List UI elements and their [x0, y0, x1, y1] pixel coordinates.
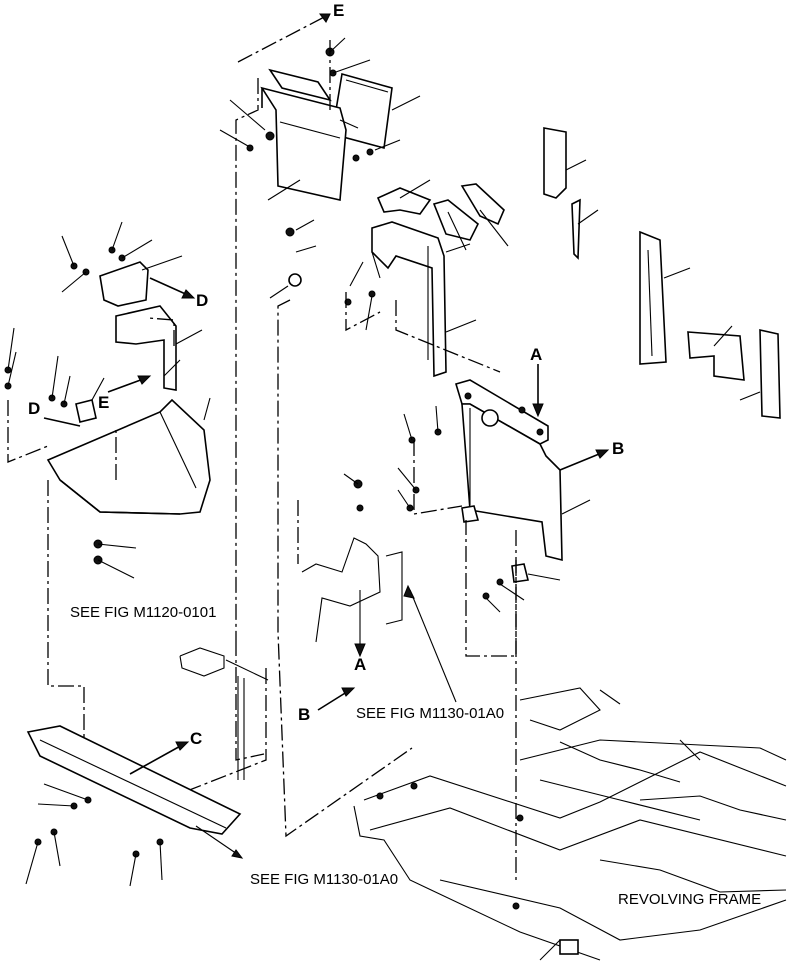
letter-d-left: D [28, 399, 40, 418]
callout-a-top: A [530, 345, 544, 418]
callout-b-right: B [559, 439, 624, 471]
letter-a-top: A [530, 345, 542, 364]
leader-m1130-mid [403, 584, 457, 703]
revolving-frame [353, 687, 787, 961]
bottom-long-bracket: C [25, 725, 244, 887]
center-frame-part: A [301, 473, 403, 674]
letter-c: C [190, 729, 202, 748]
left-upper-bracket [61, 221, 203, 391]
letter-b-right: B [612, 439, 624, 458]
reference-fig-m1120-0101: SEE FIG M1120-0101 [70, 604, 216, 621]
letter-e-top: E [333, 1, 344, 20]
top-plate-group [219, 37, 421, 201]
callout-b-mid: B [298, 687, 356, 724]
center-bracket-group [269, 179, 509, 378]
letter-d-right: D [196, 291, 208, 310]
right-side-parts [543, 127, 781, 419]
small-bracket-part [179, 647, 269, 780]
callout-e-top: E [237, 1, 344, 63]
callout-d-left: D [28, 399, 81, 427]
reference-fig-m1130-01a0-mid: SEE FIG M1130-01A0 [356, 705, 504, 722]
guide-lines [7, 36, 517, 880]
letter-a-mid: A [354, 655, 366, 674]
reference-fig-m1130-01a0-bottom: SEE FIG M1130-01A0 [250, 871, 398, 888]
revolving-frame-label: REVOLVING FRAME [618, 891, 761, 908]
callout-e-left: E [98, 375, 152, 412]
letter-e-left: E [98, 393, 109, 412]
callout-d-right: D [149, 277, 208, 310]
letter-b-mid: B [298, 705, 310, 724]
left-lower-tray [4, 327, 211, 579]
right-frame-bracket [397, 379, 591, 613]
